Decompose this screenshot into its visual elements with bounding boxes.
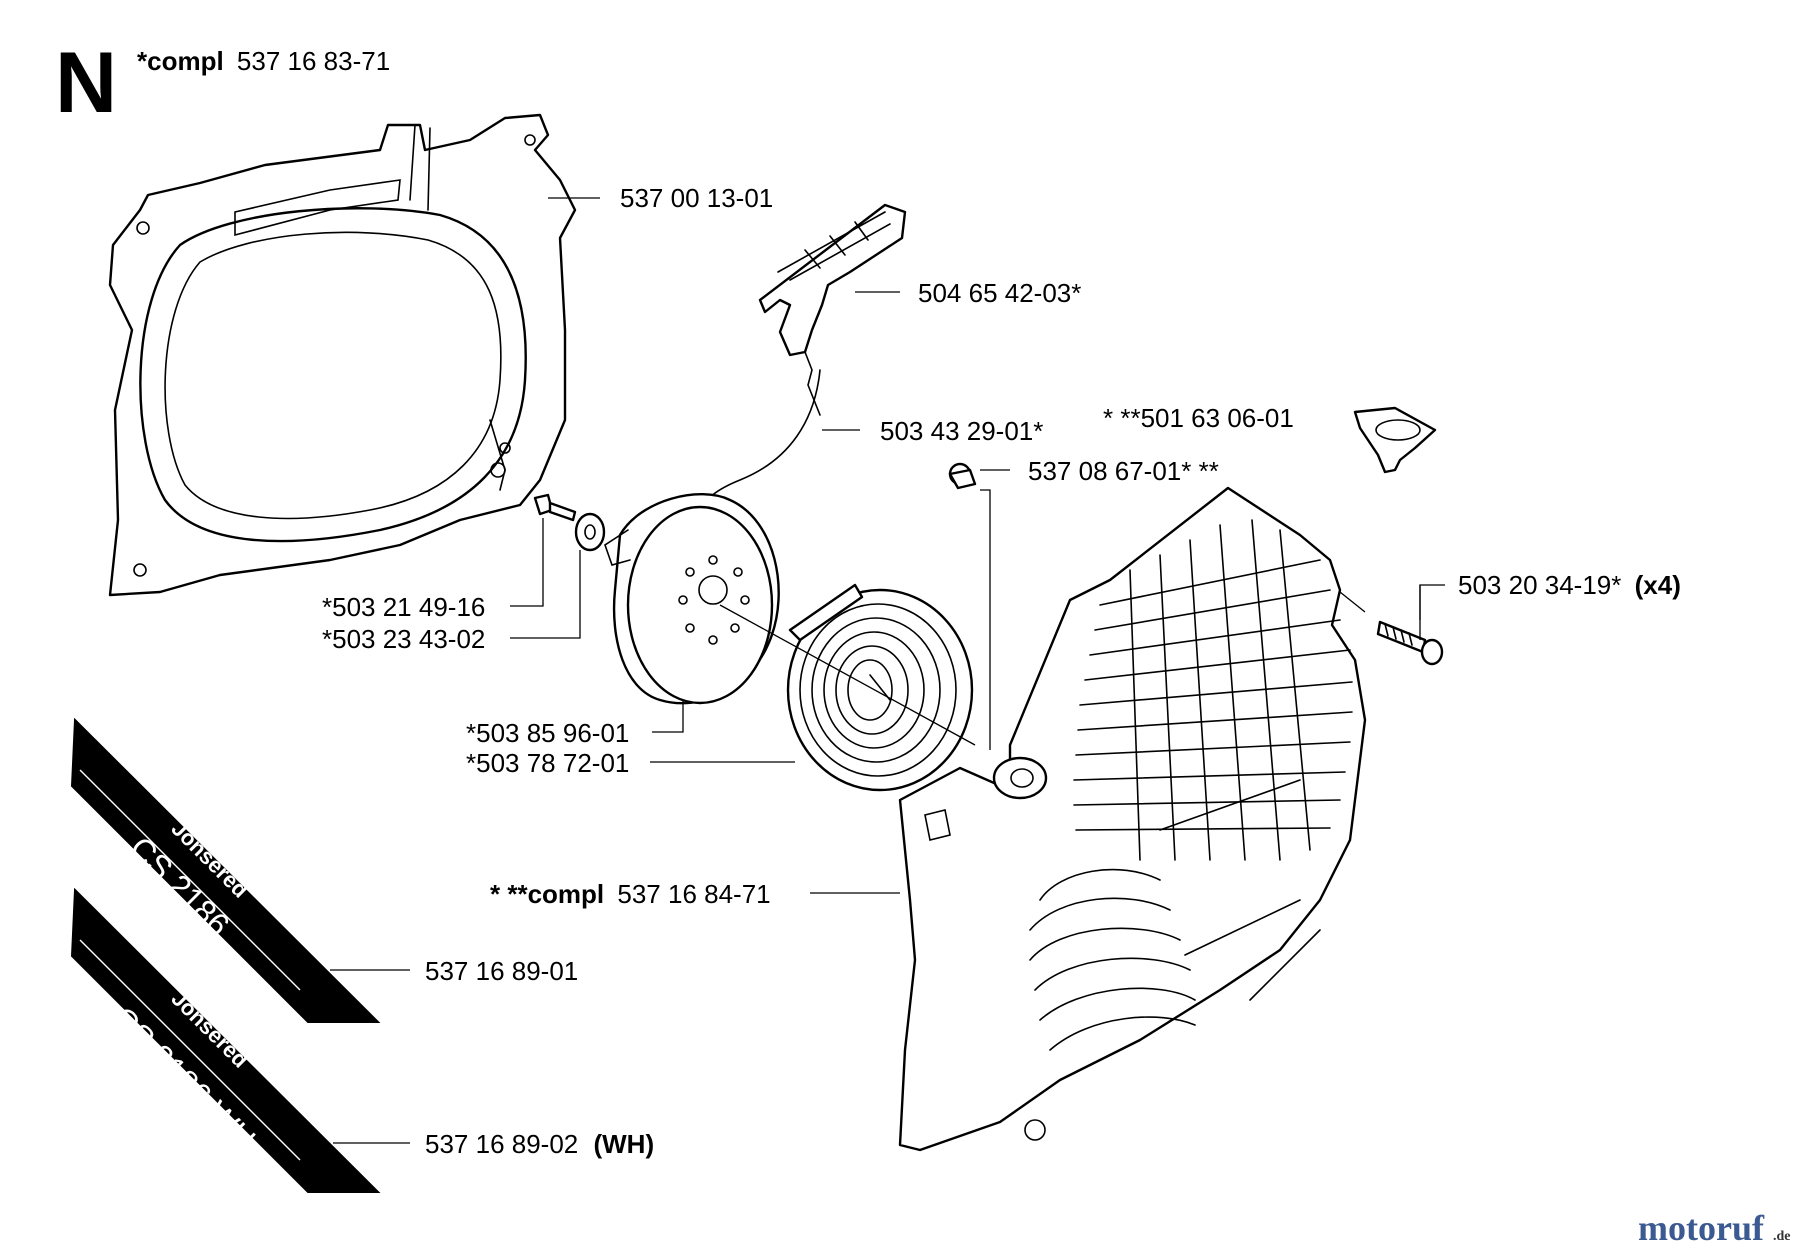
- decal-2-suffix: (WH): [593, 1129, 654, 1159]
- bushing-label: 537 08 67-01* **: [1028, 456, 1219, 486]
- starter-handle-part: [758, 203, 907, 416]
- screw-leader: [510, 518, 544, 607]
- decal-1-label: 537 16 89-01: [425, 956, 578, 986]
- watermark-suffix: .de: [1773, 1229, 1791, 1244]
- cover-label: * **compl 537 16 84-71: [490, 879, 771, 909]
- screw-x4-number: 503 20 34-19*: [1458, 570, 1621, 600]
- washer-part: [574, 512, 606, 552]
- spring-label: *503 78 72-01: [466, 748, 629, 778]
- screw-x4-leader-2: [1419, 584, 1445, 640]
- fan-housing-part: [108, 113, 577, 597]
- recoil-spring-part: [786, 583, 974, 792]
- handle-label: 504 65 42-03*: [918, 278, 1081, 308]
- screw-label: *503 21 49-16: [322, 592, 485, 622]
- section-compl-number: 537 16 83-71: [237, 46, 390, 76]
- cover-prefix: * **compl: [490, 879, 604, 909]
- watermark-logo[interactable]: motoruf .de: [1638, 1208, 1790, 1248]
- small-screw-part: [533, 493, 577, 522]
- housing-label: 537 00 13-01: [620, 183, 773, 213]
- plug-part: [1353, 406, 1437, 474]
- starter-cover-part: [898, 486, 1367, 1152]
- bushing-part: [948, 462, 977, 490]
- screw-x4-part: [1376, 620, 1444, 666]
- pulley-label: *503 85 96-01: [466, 718, 629, 748]
- washer-label: *503 23 43-02: [322, 624, 485, 654]
- spring-axis-leader: [719, 604, 976, 746]
- plug-label: * **501 63 06-01: [1103, 403, 1294, 433]
- watermark-text: motoruf: [1638, 1208, 1765, 1248]
- washer-leader: [510, 550, 581, 639]
- starter-rope: [699, 369, 821, 511]
- cover-number: 537 16 84-71: [617, 879, 770, 909]
- screw-x4-label: 503 20 34-19* (x4): [1458, 570, 1681, 600]
- decal-2-number: 537 16 89-02: [425, 1129, 578, 1159]
- pulley-part: [604, 493, 780, 705]
- screw-x4-qty: (x4): [1635, 570, 1681, 600]
- section-compl-label: *compl 537 16 83-71: [137, 46, 390, 76]
- section-compl-prefix: *compl: [137, 46, 224, 76]
- pulley-leader: [652, 700, 684, 733]
- rope-label: 503 43 29-01*: [880, 416, 1043, 446]
- section-letter: N: [55, 35, 117, 131]
- bushing-leader: [980, 469, 1010, 750]
- decal-2-label: 537 16 89-02 (WH): [425, 1129, 654, 1159]
